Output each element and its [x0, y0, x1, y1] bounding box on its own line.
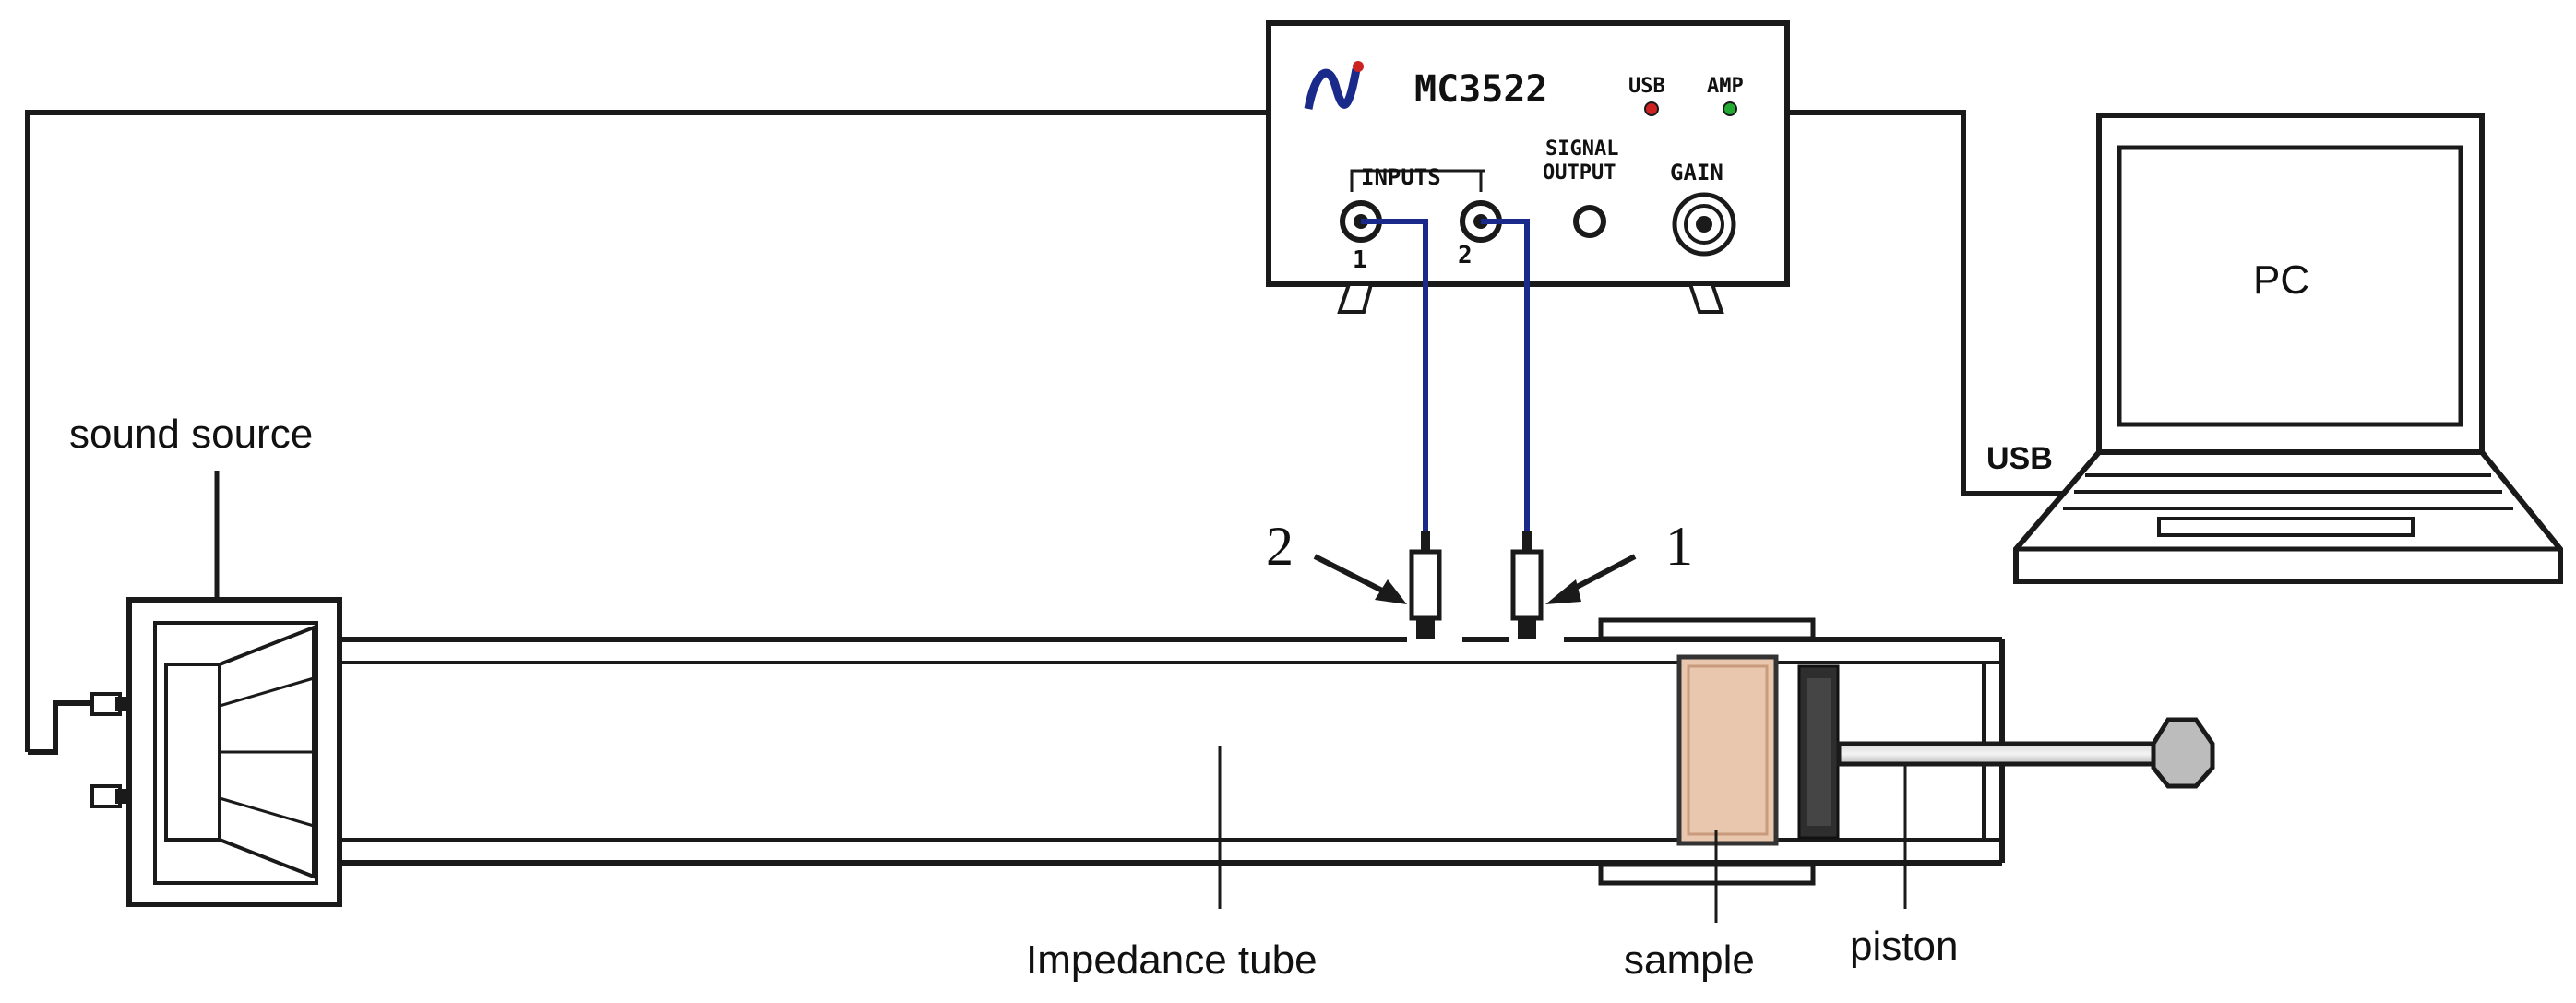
piston-label: piston: [1850, 924, 1958, 969]
pc-screen: [2117, 145, 2463, 427]
wires: [25, 110, 2076, 755]
cable-input-1-to-mic-2: [1361, 219, 1428, 531]
pc-label: PC: [2253, 257, 2309, 303]
inputs-bracket: [1350, 169, 1485, 192]
amp-led-icon: [1723, 101, 1737, 116]
analyzer-foot-right: [1688, 282, 1724, 314]
usb-led-icon: [1644, 101, 1659, 116]
wire-source-connectors: [28, 700, 97, 755]
piston-rod: [1836, 741, 2160, 767]
gain-label: GAIN: [1670, 160, 1723, 185]
pc-touchpad: [2157, 517, 2415, 537]
wire-analyzer-to-pc: [1790, 110, 2076, 496]
cable-input-2-to-mic-1: [1481, 219, 1530, 531]
input-2-label: 2: [1458, 242, 1473, 269]
impedance-tube-label: Impedance tube: [1026, 937, 1318, 983]
device-model-label: MC3522: [1414, 68, 1548, 111]
microphone-1: [1510, 531, 1544, 639]
piston-knob-icon: [2151, 717, 2215, 789]
usb-led-label: USB: [1628, 75, 1665, 98]
sample-holder-flange-bottom: [1598, 862, 1816, 886]
analyzer-device: Ni MC3522 USB AMP INPUTS 1 2 SIGNAL OUTP…: [1266, 20, 1790, 314]
sample-label: sample: [1624, 937, 1755, 983]
sound-source: [90, 597, 342, 907]
inputs-label: INPUTS: [1361, 164, 1441, 190]
microphone-2: [1409, 531, 1442, 639]
mic-1-arrow-icon: [1545, 554, 1637, 604]
wire-source-to-analyzer: [25, 110, 1269, 752]
mic-1-label: 1: [1665, 516, 1693, 577]
mic-2-arrow-icon: [1313, 554, 1407, 604]
amp-led-label: AMP: [1707, 75, 1744, 98]
analyzer-foot-left: [1337, 282, 1374, 314]
signal-output-label-2: OUTPUT: [1543, 161, 1616, 185]
sample-block: [1676, 654, 1779, 846]
mic-cables: [1361, 219, 1530, 531]
usb-label: USB: [1986, 441, 2053, 476]
input-1-label: 1: [1353, 246, 1367, 274]
sound-source-label: sound source: [69, 412, 313, 457]
signal-output-jack-icon[interactable]: [1573, 205, 1606, 238]
sample-holder-flange-top: [1598, 617, 1816, 641]
mic-2-label: 2: [1266, 516, 1294, 577]
pc: PC: [2013, 113, 2563, 584]
ni-logo: Ni: [1304, 61, 1364, 110]
signal-output-label-1: SIGNAL: [1545, 137, 1618, 161]
